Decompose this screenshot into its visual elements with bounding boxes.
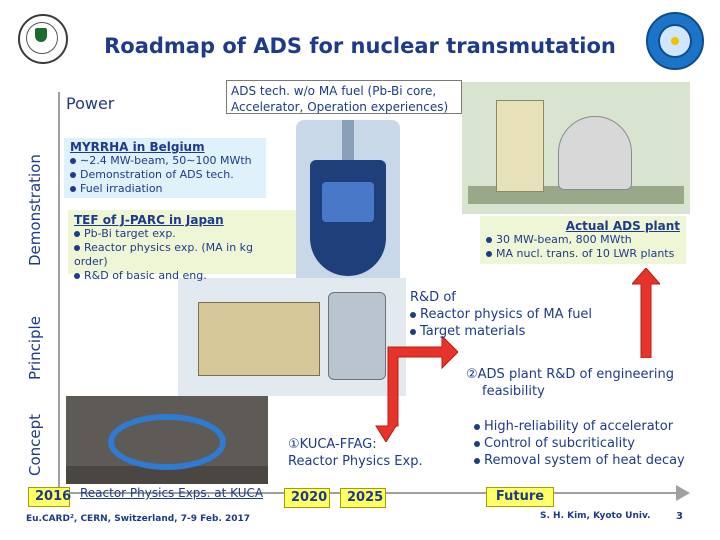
year-2020-tag: 2020 <box>284 488 330 508</box>
step-2-line: feasibility <box>482 384 545 399</box>
tef-box: TEF of J-PARC in Japan Pb-Bi target exp.… <box>68 210 296 282</box>
footer-conference: Eu.CARD², CERN, Switzerland, 7-9 Feb. 20… <box>26 514 251 524</box>
future-tag: Future <box>486 487 554 507</box>
step-1-line: Reactor Physics Exp. <box>288 454 423 469</box>
rd-item: Target materials <box>420 324 526 339</box>
kyoto-reactor-institute-logo <box>646 12 704 70</box>
slide-title: Roadmap of ADS for nuclear transmutation <box>104 34 616 58</box>
kyoto-university-logo <box>18 14 68 64</box>
label-demonstration: Demonstration <box>26 154 44 266</box>
myrrha-reactor-image <box>296 120 400 296</box>
actual-plant-title: Actual ADS plant <box>565 219 680 233</box>
step-1-text: ①KUCA-FFAG: Reactor Physics Exp. <box>288 436 423 470</box>
rd-item: Reactor physics of MA fuel <box>420 307 593 322</box>
actual-plant-box: Actual ADS plant 30 MW-beam, 800 MWth MA… <box>480 216 686 264</box>
label-principle: Principle <box>26 316 44 380</box>
tef-facility-image <box>178 278 406 396</box>
requirement-item: Control of subcriticality <box>484 436 635 451</box>
page-number: 3 <box>676 511 683 522</box>
rd-heading: R&D of <box>410 290 456 305</box>
red-arrow-bend <box>375 336 458 442</box>
step-1-line: KUCA-FFAG: <box>299 437 377 452</box>
timeline-arrowhead <box>676 485 690 501</box>
kuca-ffag-photo <box>66 396 268 484</box>
callout-ads-tech: ADS tech. w/o MA fuel (Pb-Bi core, Accel… <box>226 80 462 114</box>
myrrha-item: Demonstration of ADS tech. <box>80 168 234 181</box>
rd-of-text: R&D of Reactor physics of MA fuel Target… <box>410 289 592 340</box>
tef-item: Pb-Bi target exp. <box>84 227 176 240</box>
year-2025-tag: 2025 <box>340 488 386 508</box>
tef-title: TEF of J-PARC in Japan <box>74 213 224 227</box>
tef-item: Reactor physics exp. (MA in kg order) <box>74 241 254 268</box>
myrrha-box: MYRRHA in Belgium ∼2.4 MW-beam, 50∼100 M… <box>64 138 266 198</box>
step-1-marker: ① <box>288 437 300 452</box>
step-2-marker: ② <box>466 367 478 382</box>
myrrha-title: MYRRHA in Belgium <box>70 140 205 154</box>
myrrha-item: ∼2.4 MW-beam, 50∼100 MWth <box>80 154 252 167</box>
myrrha-item: Fuel irradiation <box>80 182 163 195</box>
step-2-line: ADS plant R&D of engineering <box>477 367 675 382</box>
actual-plant-item: MA nucl. trans. of 10 LWR plants <box>496 247 675 260</box>
tef-item: R&D of basic and eng. <box>84 269 207 282</box>
requirement-item: High-reliability of accelerator <box>484 419 674 434</box>
label-concept: Concept <box>26 413 44 476</box>
year-2016-tag: 2016 <box>28 487 71 507</box>
vertical-axis <box>58 92 60 492</box>
actual-plant-item: 30 MW-beam, 800 MWth <box>496 233 632 246</box>
power-label: Power <box>66 94 115 113</box>
actual-ads-plant-image <box>462 82 690 214</box>
reactor-physics-exps-label: Reactor Physics Exps. at KUCA <box>80 486 264 500</box>
step-2-text: ②ADS plant R&D of engineering feasibilit… <box>466 366 674 400</box>
red-arrow-up <box>632 268 660 358</box>
requirements-list: High-reliability of accelerator Control … <box>474 418 685 469</box>
requirement-item: Removal system of heat decay <box>484 453 685 468</box>
footer-author: S. H. Kim, Kyoto Univ. <box>540 511 651 521</box>
